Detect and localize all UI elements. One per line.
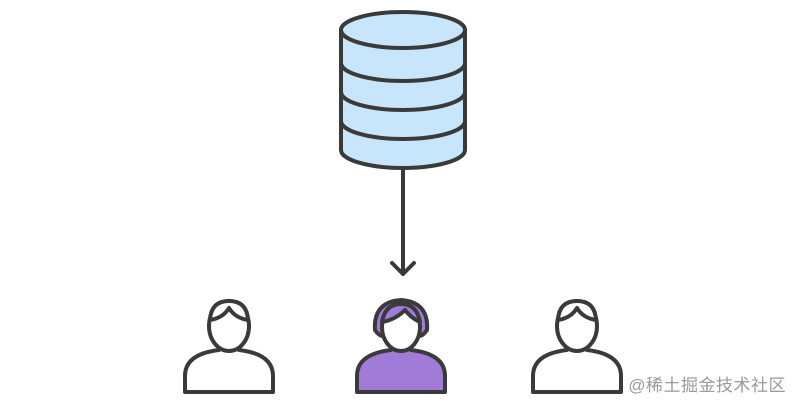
database-body (339, 28, 467, 170)
database-icon (339, 10, 467, 170)
user-icon (531, 299, 623, 394)
database-top (339, 10, 467, 50)
database-ring-1 (339, 61, 467, 83)
user-hair (556, 299, 598, 322)
user-female-icon (355, 298, 447, 394)
database-ring-3 (339, 119, 467, 141)
arrow-down-icon (390, 168, 416, 276)
user-icon (183, 299, 275, 394)
user-hair-fringe (380, 302, 422, 324)
user-hair (208, 299, 250, 322)
database-ring-2 (339, 90, 467, 112)
watermark: @稀土掘金技术社区 (628, 376, 786, 395)
